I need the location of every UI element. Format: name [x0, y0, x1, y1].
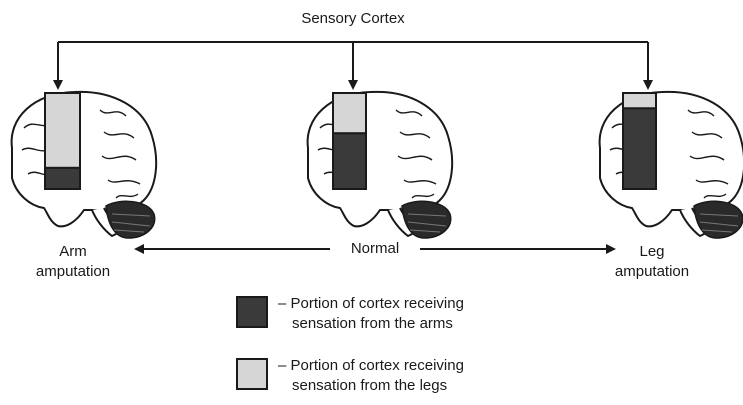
legend-text-arms: – Portion of cortex receiving sensation …: [278, 294, 538, 334]
label-arm-amputation: Arm amputation: [18, 242, 128, 282]
legend-dash: –: [278, 295, 286, 312]
brain-normal: [308, 92, 453, 238]
legend-line1: Portion of cortex receiving: [291, 295, 464, 312]
brain-arm-amputation: [12, 92, 157, 238]
cortex-legs-region: [333, 93, 366, 133]
legend-swatch-arms: [236, 296, 268, 328]
cortex-arms-region: [45, 168, 80, 189]
legend-swatch-legs: [236, 358, 268, 390]
cortex-arms-region: [333, 133, 366, 189]
label-arm-line1: Arm: [18, 242, 128, 262]
sensory-cortex-bracket: [58, 42, 648, 88]
brain-leg-amputation: [600, 92, 743, 238]
legend-line2: sensation from the arms: [278, 314, 538, 334]
legend-text-legs: – Portion of cortex receiving sensation …: [278, 356, 538, 396]
cortex-legs-region: [623, 93, 656, 108]
legend-line1: Portion of cortex receiving: [291, 357, 464, 374]
legend-dash: –: [278, 357, 286, 374]
label-normal: Normal: [325, 239, 425, 259]
cortex-arms-region: [623, 108, 656, 189]
label-arm-line2: amputation: [18, 262, 128, 282]
legend-line2: sensation from the legs: [278, 376, 538, 396]
label-leg-amputation: Leg amputation: [597, 242, 707, 282]
label-leg-line2: amputation: [597, 262, 707, 282]
label-leg-line1: Leg: [597, 242, 707, 262]
diagram-title: Sensory Cortex: [253, 9, 453, 29]
cortex-legs-region: [45, 93, 80, 168]
